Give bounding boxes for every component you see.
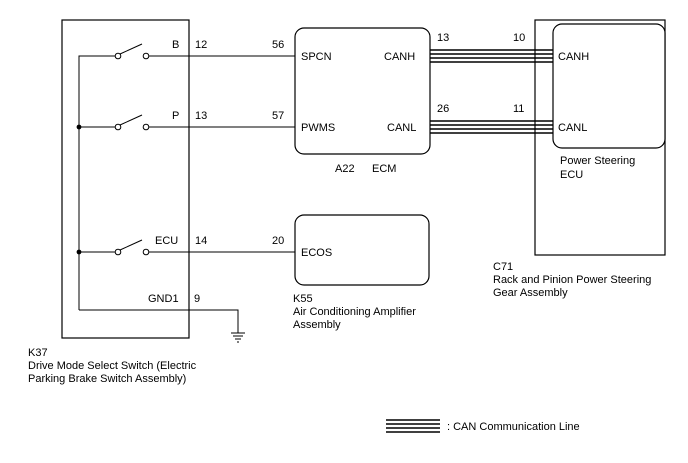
a22-canl-pin: 26 (437, 103, 449, 115)
c71-label-canh: CANH (558, 51, 589, 63)
c71-ecu-box (552, 23, 666, 149)
c71-power-steering: CANH CANL Power Steering ECU C71 Rack an… (493, 19, 666, 299)
k37-output-wires: 12 13 14 (189, 39, 295, 253)
ground-wire (189, 309, 239, 333)
k37-common-bus (78, 55, 115, 310)
pin-k37-13: 13 (195, 110, 207, 122)
switch-b: B (114, 39, 189, 60)
a22-ecm: 56 57 SPCN PWMS CANH CANL A22 ECM (272, 27, 431, 175)
a22-pin-57: 57 (272, 110, 284, 122)
legend-can-line-symbol (386, 419, 440, 433)
c71-name-line1: Rack and Pinion Power Steering (493, 274, 651, 286)
a22-name: ECM (372, 163, 396, 175)
k37-switch-assembly: B P ECU GND1 K37 Drive Mode Select Switc… (28, 19, 197, 385)
a22-label-canl: CANL (387, 122, 416, 134)
switch-p-blade (119, 114, 143, 126)
c71-label-canl: CANL (558, 122, 587, 134)
can-bus-lines: 13 26 10 11 (430, 32, 553, 134)
k37-junction-dot-ecu (76, 249, 82, 255)
a22-canh-pin: 13 (437, 32, 449, 44)
k37-name-line1: Drive Mode Select Switch (Electric (28, 360, 197, 372)
k37-junction-dot-p (76, 124, 82, 130)
can-line-canh (430, 49, 553, 63)
a22-code: A22 (335, 163, 355, 175)
ground-circuit: 9 (189, 293, 245, 343)
pin-k37-14: 14 (195, 235, 207, 247)
a22-label-pwms: PWMS (301, 122, 335, 134)
switch-ecu-label: ECU (155, 235, 178, 247)
switch-p: P (114, 110, 189, 131)
switch-ecu: ECU (114, 235, 189, 256)
switch-ecu-blade (119, 239, 143, 251)
switch-b-blade (119, 43, 143, 55)
switch-p-contact-right (142, 123, 150, 131)
c71-name-line2: Gear Assembly (493, 287, 568, 299)
c71-ecu-name-line2: ECU (560, 169, 583, 181)
k55-code: K55 (293, 293, 313, 305)
pin-k37-12: 12 (195, 39, 207, 51)
switch-ecu-contact-right (142, 248, 150, 256)
a22-box (294, 27, 431, 155)
switch-p-label: P (172, 110, 179, 122)
ground-icon (231, 332, 245, 343)
can-line-canl (430, 120, 553, 134)
switch-b-contact-right (142, 52, 150, 60)
k37-code: K37 (28, 347, 48, 359)
legend: : CAN Communication Line (386, 419, 580, 433)
a22-label-canh: CANH (384, 51, 415, 63)
legend-text: : CAN Communication Line (447, 421, 580, 433)
switch-p-contact-left (114, 123, 122, 131)
k55-name-line1: Air Conditioning Amplifier (293, 306, 416, 318)
switch-ecu-contact-left (114, 248, 122, 256)
c71-canh-pin: 10 (513, 32, 525, 44)
k37-name-line2: Parking Brake Switch Assembly) (28, 373, 186, 385)
c71-canl-pin: 11 (513, 103, 524, 115)
k55-label-ecos: ECOS (301, 247, 332, 259)
k37-gnd-pin: 9 (194, 293, 200, 305)
k55-box (294, 214, 430, 286)
k37-gnd-label: GND1 (148, 293, 179, 305)
k55-name-line2: Assembly (293, 319, 341, 331)
switch-b-contact-left (114, 52, 122, 60)
k55-ac-amplifier: 20 ECOS K55 Air Conditioning Amplifier A… (272, 214, 430, 331)
c71-ecu-name-line1: Power Steering (560, 155, 635, 167)
k37-box (61, 19, 190, 339)
a22-label-spcn: SPCN (301, 51, 332, 63)
k55-pin-20: 20 (272, 235, 284, 247)
switch-b-label: B (172, 39, 179, 51)
a22-pin-56: 56 (272, 39, 284, 51)
c71-code: C71 (493, 261, 513, 273)
